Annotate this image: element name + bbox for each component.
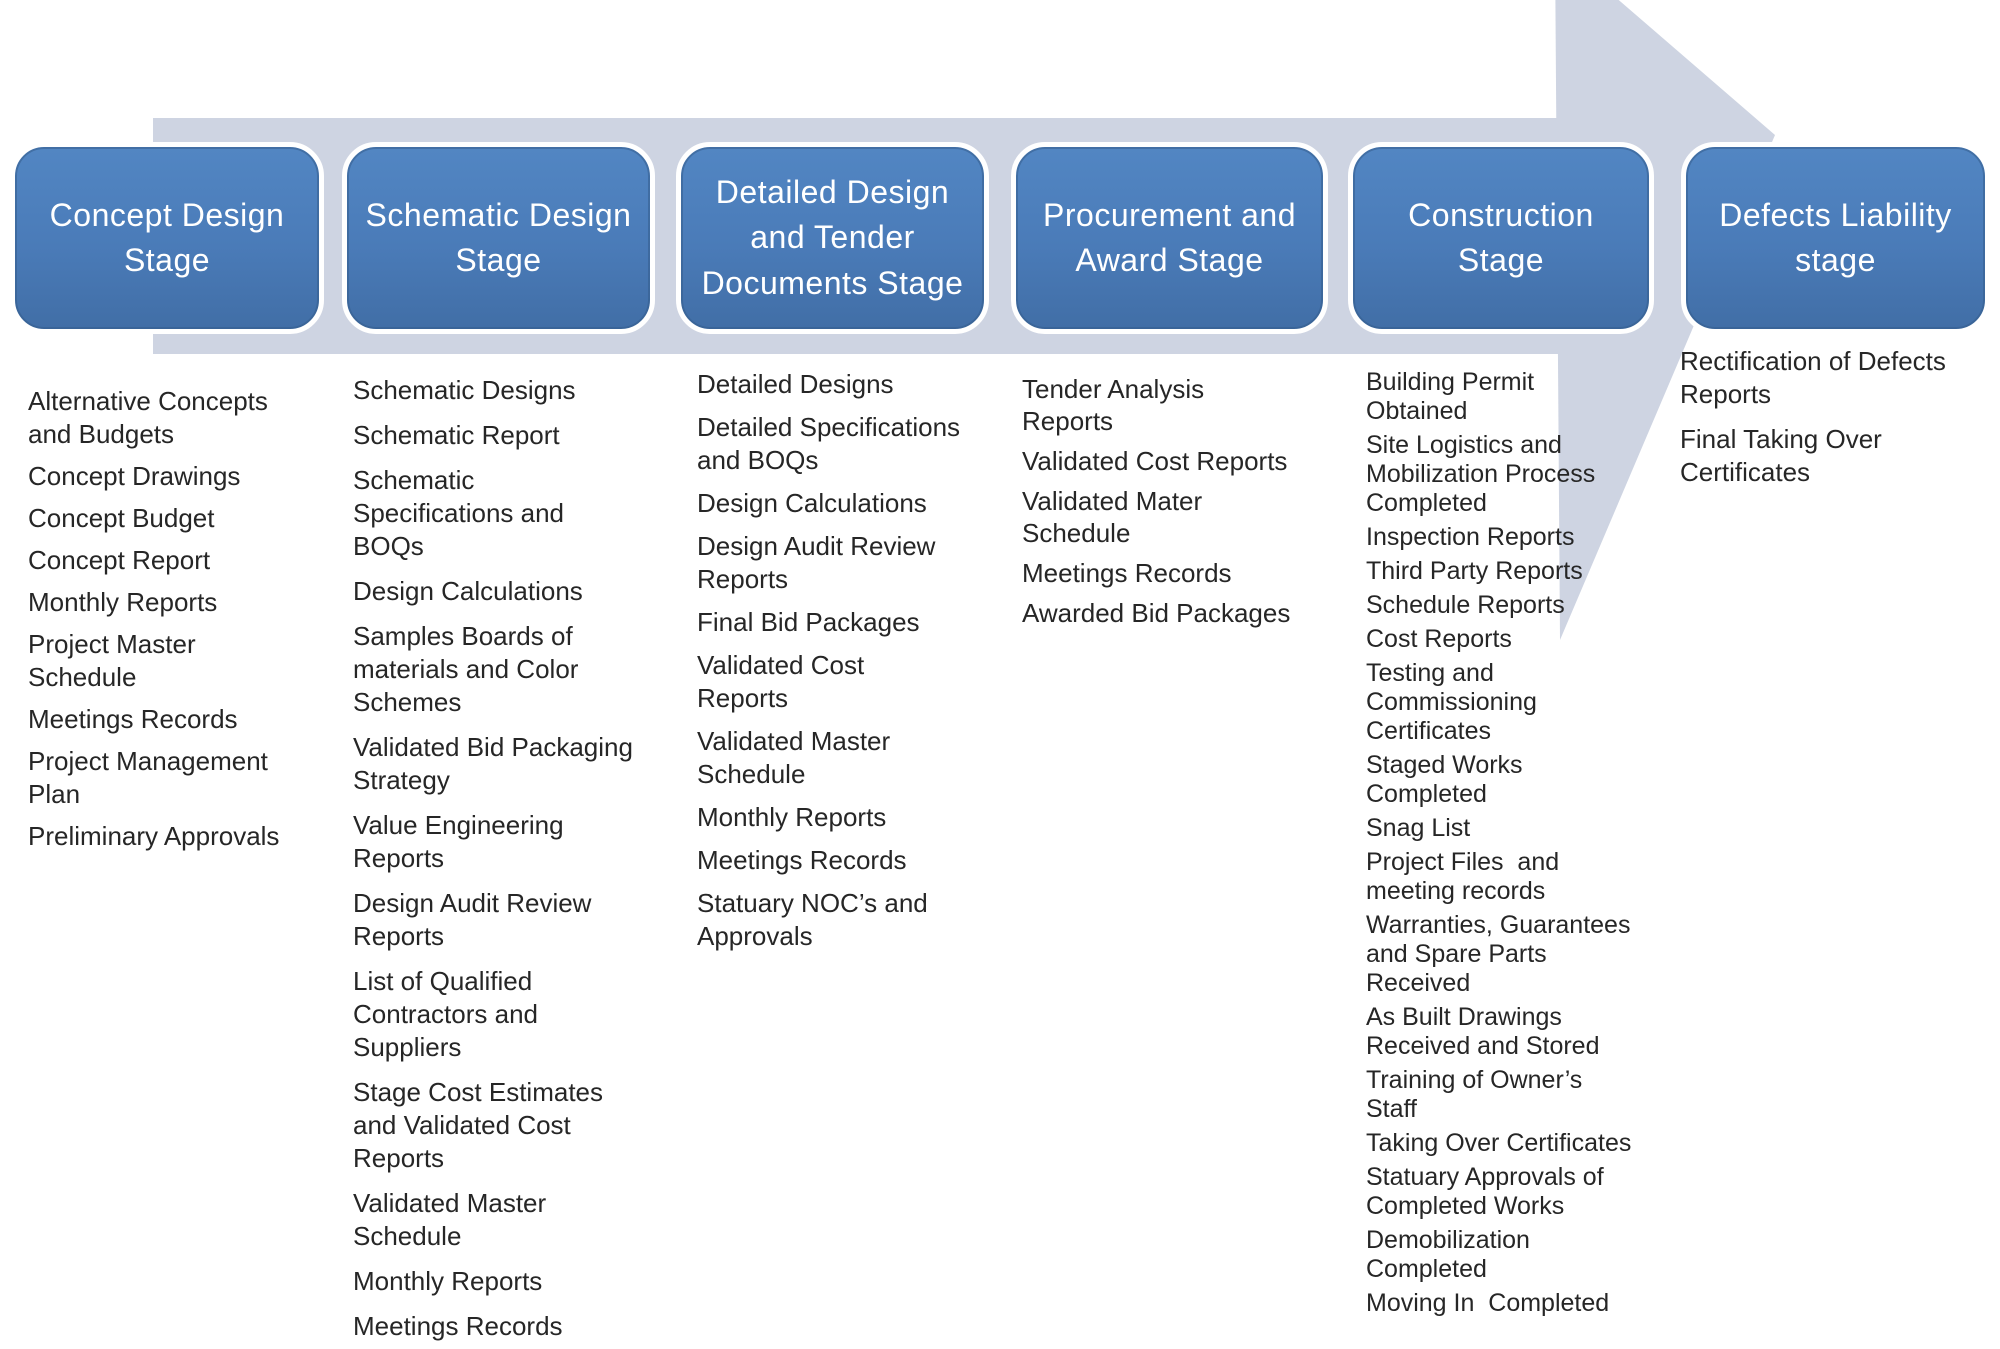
deliverable-item: Design Calculations bbox=[697, 488, 927, 518]
deliverable-item: Project Management Plan bbox=[28, 746, 268, 809]
deliverable-item: Stage Cost Estimates and Validated Cost … bbox=[353, 1077, 603, 1173]
deliverable-item: Validated Bid Packaging Strategy bbox=[353, 732, 633, 795]
deliverable-item: Statuary Approvals of Completed Works bbox=[1366, 1163, 1604, 1220]
deliverable-item: Validated Master Schedule bbox=[697, 726, 891, 789]
deliverable-item: Monthly Reports bbox=[28, 587, 218, 617]
deliverable-item: Project Files and meeting records bbox=[1366, 848, 1560, 905]
deliverable-item: Preliminary Approvals bbox=[28, 821, 280, 851]
deliverable-item: Design Calculations bbox=[353, 576, 583, 606]
deliverable-item: Schematic Specifications and BOQs bbox=[353, 465, 565, 561]
deliverable-item: Detailed Specifications and BOQs bbox=[697, 412, 961, 475]
deliverable-item: Snag List bbox=[1366, 814, 1471, 842]
deliverable-item: Concept Budget bbox=[28, 503, 215, 533]
deliverable-item: Design Audit Review Reports bbox=[697, 531, 936, 594]
deliverable-item: Final Taking Over Certificates bbox=[1680, 424, 1882, 487]
deliverable-item: Taking Over Certificates bbox=[1366, 1129, 1632, 1157]
deliverable-item: Warranties, Guarantees and Spare Parts R… bbox=[1366, 911, 1631, 997]
stage-title-defects-liability: Defects Liability stage bbox=[1719, 196, 1952, 278]
stage-title-procurement-award: Procurement and Award Stage bbox=[1043, 196, 1296, 278]
deliverable-item: Cost Reports bbox=[1366, 625, 1512, 653]
deliverable-item: Tender Analysis Reports bbox=[1022, 374, 1205, 436]
deliverable-item: Meetings Records bbox=[697, 845, 907, 875]
deliverable-item: Validated Master Schedule bbox=[353, 1188, 547, 1251]
stage-box-detailed-design-tender: Detailed Design and Tender Documents Sta… bbox=[676, 142, 989, 334]
deliverable-item: Monthly Reports bbox=[353, 1266, 543, 1296]
deliverable-item: Building Permit Obtained bbox=[1366, 368, 1535, 425]
deliverable-item: As Built Drawings Received and Stored bbox=[1366, 1003, 1600, 1060]
deliverable-item: Value Engineering Reports bbox=[353, 810, 564, 873]
deliverable-item: Validated Cost Reports bbox=[697, 650, 865, 713]
deliverable-item: Samples Boards of materials and Color Sc… bbox=[353, 621, 579, 717]
stage-box-schematic-design: Schematic Design Stage bbox=[342, 142, 655, 334]
deliverable-item: Site Logistics and Mobilization Process … bbox=[1366, 431, 1596, 517]
deliverable-item: Inspection Reports bbox=[1366, 523, 1575, 551]
deliverable-item: Third Party Reports bbox=[1366, 557, 1583, 585]
stage-title-detailed-design-tender: Detailed Design and Tender Documents Sta… bbox=[701, 173, 964, 301]
deliverable-item: Schedule Reports bbox=[1366, 591, 1565, 619]
deliverable-item: Rectification of Defects Reports bbox=[1680, 346, 1946, 409]
deliverable-item: Concept Report bbox=[28, 545, 211, 575]
deliverable-item: Awarded Bid Packages bbox=[1022, 598, 1291, 628]
deliverable-item: Monthly Reports bbox=[697, 802, 887, 832]
deliverable-item: Concept Drawings bbox=[28, 461, 241, 491]
stage-title-concept-design: Concept Design Stage bbox=[49, 196, 285, 278]
deliverable-item: Schematic Report bbox=[353, 420, 560, 450]
deliverable-item: Validated Mater Schedule bbox=[1022, 486, 1203, 548]
deliverable-item: Moving In Completed bbox=[1366, 1289, 1610, 1317]
stage-box-procurement-award: Procurement and Award Stage bbox=[1011, 142, 1328, 334]
stage-title-schematic-design: Schematic Design Stage bbox=[365, 196, 632, 278]
deliverable-item: Validated Cost Reports bbox=[1022, 446, 1288, 476]
deliverable-item: Final Bid Packages bbox=[697, 607, 920, 637]
deliverable-item: Meetings Records bbox=[353, 1311, 563, 1341]
deliverable-item: Demobilization Completed bbox=[1366, 1226, 1530, 1283]
deliverable-item: Design Audit Review Reports bbox=[353, 888, 592, 951]
stage-title-construction: Construction Stage bbox=[1408, 196, 1594, 278]
deliverable-item: Statuary NOC’s and Approvals bbox=[697, 888, 928, 951]
deliverable-item: Testing and Commissioning Certificates bbox=[1366, 659, 1537, 745]
deliverable-item: Meetings Records bbox=[28, 704, 238, 734]
stage-box-concept-design: Concept Design Stage bbox=[10, 142, 324, 334]
deliverable-item: List of Qualified Contractors and Suppli… bbox=[353, 966, 538, 1062]
deliverable-item: Detailed Designs bbox=[697, 369, 894, 399]
stage-box-defects-liability: Defects Liability stage bbox=[1681, 142, 1990, 334]
deliverable-item: Meetings Records bbox=[1022, 558, 1232, 588]
deliverable-item: Schematic Designs bbox=[353, 375, 576, 405]
stage-box-construction: Construction Stage bbox=[1348, 142, 1654, 334]
deliverable-item: Training of Owner’s Staff bbox=[1366, 1066, 1583, 1123]
deliverable-item: Staged Works Completed bbox=[1366, 751, 1523, 808]
deliverable-item: Alternative Concepts and Budgets bbox=[28, 386, 268, 449]
deliverable-item: Project Master Schedule bbox=[28, 629, 196, 692]
